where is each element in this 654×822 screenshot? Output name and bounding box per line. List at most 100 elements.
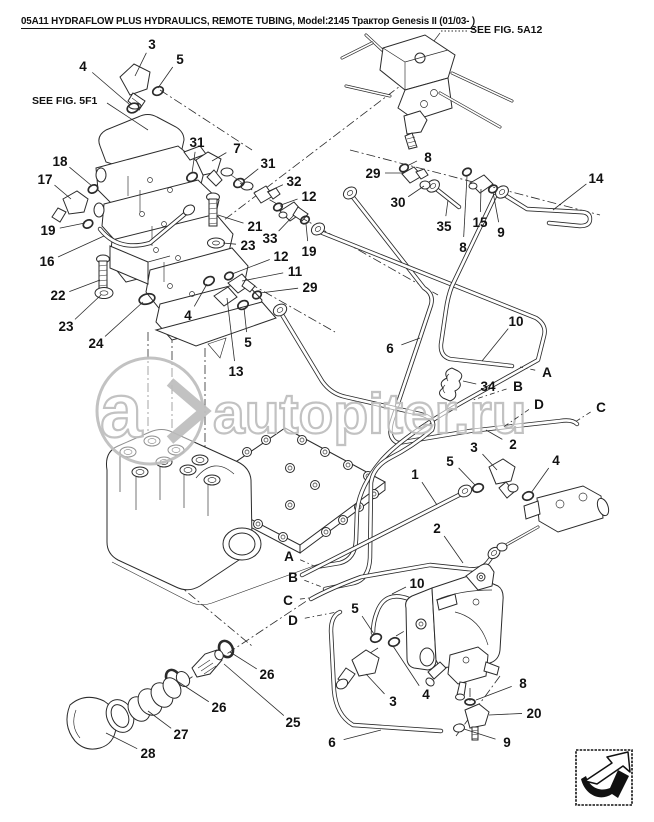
plug-32 [253,185,281,204]
leader-line [574,411,591,423]
tube-6-lower [328,609,444,734]
leader-line [475,686,512,701]
leader-line [365,673,385,695]
leader-line [519,366,536,371]
leader-line [59,222,86,229]
leader-line [91,72,130,105]
callout-C: C [596,400,606,415]
transmission-cover [106,427,386,606]
leader-line [222,242,237,245]
callout-5: 5 [244,335,252,350]
callout-34: 34 [480,379,496,394]
callout-23: 23 [240,238,256,253]
leader-line [479,188,482,213]
leader-line [223,663,285,716]
leader-line [266,184,284,193]
callout-3: 3 [148,37,156,52]
leader-line [229,651,257,670]
quick-coupler [66,649,224,750]
elbow-fitting-3-mid [488,458,519,499]
callout-12: 12 [301,189,316,204]
hose-10-lower [370,594,412,636]
tube-flanges [182,179,509,560]
leader-line [157,66,174,89]
leader-line [176,680,210,703]
callout-6: 6 [386,341,394,356]
leader-line [280,198,298,206]
leader-line [472,388,507,401]
leader-line [211,152,227,162]
tube-6-upper [349,193,580,446]
callout-19: 19 [301,244,316,259]
callout-7: 7 [233,141,241,156]
callout-24: 24 [88,336,104,351]
callout-35: 35 [436,219,452,234]
callout-31: 31 [189,135,205,150]
mid-coupler-valve [488,458,610,552]
leader-line [304,611,338,619]
hydraulic-tubes [97,185,593,734]
callout-C: C [283,593,293,608]
callout-29: 29 [365,166,380,181]
leader-line [304,579,323,588]
fitting-15 [468,174,494,194]
leader-line [552,183,587,211]
callout-26: 26 [211,700,227,715]
leader-line [299,597,310,600]
nut-9-lower [453,723,465,733]
callout-B: B [288,570,298,585]
leader-line [343,729,382,741]
leader-line [147,710,172,729]
leader-line [54,184,72,200]
cover-cylinders [119,435,221,516]
page-title-text: 05A11 HYDRAFLOW PLUS HYDRAULICS, REMOTE … [21,16,475,29]
callout-4: 4 [79,59,87,74]
leader-line [501,409,530,429]
callout-8: 8 [424,150,432,165]
leader-line [421,481,438,506]
callout-32: 32 [286,174,301,189]
fitting-33 [278,201,309,222]
elbow-fitting-3-top [119,63,151,111]
leader-line [104,301,144,337]
leader-line [492,191,500,223]
callout-15: 15 [472,215,488,230]
leader-line [530,467,550,494]
leader-line [407,185,425,198]
fitting-25 [191,649,224,678]
leader-line [193,283,208,307]
callout-5: 5 [351,601,359,616]
leader-line [191,151,196,174]
leader-line [57,235,105,258]
bolt-22 [96,254,110,289]
callout-5: 5 [446,454,454,469]
callout-10: 10 [409,576,424,591]
leader-line [243,307,247,333]
leader-line [462,380,477,385]
leader-line [482,453,498,471]
tube-1 [299,490,466,578]
callout-26: 26 [259,667,275,682]
elbow-fitting-3-lower [335,649,380,690]
callout-18: 18 [52,154,68,169]
leader-line [69,166,93,187]
leader-line [242,168,259,182]
leader-line [231,259,270,275]
reference-label: SEE FIG. 5A12 [470,24,543,36]
callout-D: D [288,613,298,628]
fitting-13 [213,286,238,307]
callout-12: 12 [273,249,288,264]
leader-line [278,214,295,232]
callout-23: 23 [58,319,74,334]
callout-8: 8 [519,676,527,691]
callout-8: 8 [459,240,467,255]
remote-valve-assembly [340,33,514,150]
leader-line [105,732,138,750]
callout-10: 10 [508,314,523,329]
leader-line [299,559,315,567]
leader-line [463,175,468,238]
callout-5: 5 [176,52,184,67]
callout-6: 6 [328,735,336,750]
